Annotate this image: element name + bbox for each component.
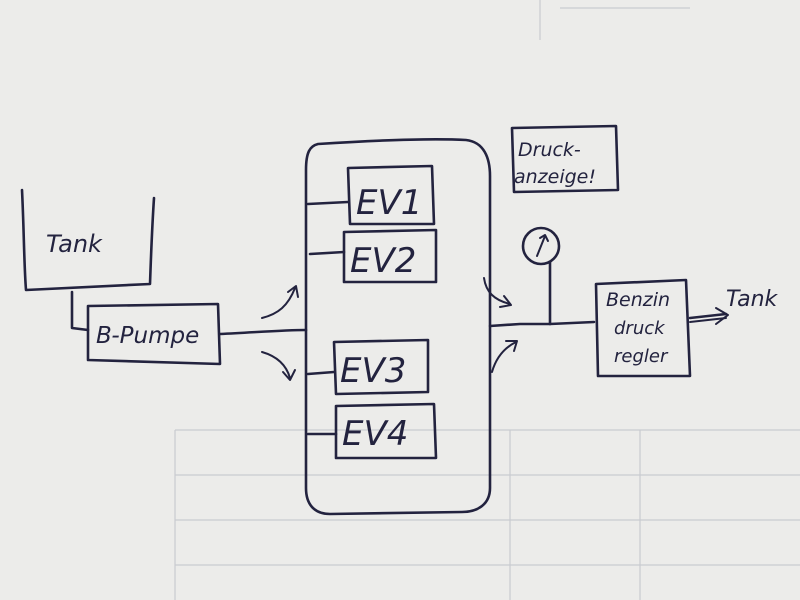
valve-block (304, 137, 492, 516)
fuel-pump: B-Pumpe (86, 302, 222, 366)
return-arrow-icon (688, 307, 729, 325)
valve-ev2-label: EV2 (350, 241, 416, 281)
flow-arrow-up-icon (261, 285, 299, 319)
valve-ev4-label: EV4 (342, 414, 408, 454)
valve-ev1: EV1 (306, 164, 436, 226)
tank-right-label: Tank (726, 287, 779, 312)
flow-arrow-out-icon (491, 340, 518, 373)
valve-ev3: EV3 (306, 338, 430, 396)
pressure-display-line2: anzeige! (514, 166, 596, 188)
pressure-gauge-icon (521, 226, 561, 326)
pump-label: B-Pumpe (96, 323, 199, 349)
valve-ev4: EV4 (306, 402, 438, 460)
pipe-unit-to-regulator (488, 320, 596, 328)
regulator-line1: Benzin (606, 289, 670, 311)
pipe-pump-to-unit (218, 328, 308, 336)
fuel-pressure-regulator: Benzin druck regler (594, 278, 692, 378)
flow-arrow-down-icon (261, 351, 296, 381)
pressure-display-line1: Druck- (518, 139, 581, 161)
tank-left: Tank (20, 188, 156, 292)
flow-arrow-in-icon (483, 277, 512, 308)
pressure-display-note: Druck- anzeige! (510, 124, 620, 194)
valve-ev2: EV2 (308, 228, 438, 284)
pipe-tank-to-pump (70, 290, 90, 332)
regulator-line2: druck (614, 318, 666, 339)
valve-ev1-label: EV1 (356, 183, 422, 223)
valve-ev3-label: EV3 (340, 351, 406, 391)
regulator-line3: regler (614, 346, 669, 367)
tank-left-label: Tank (46, 230, 103, 258)
